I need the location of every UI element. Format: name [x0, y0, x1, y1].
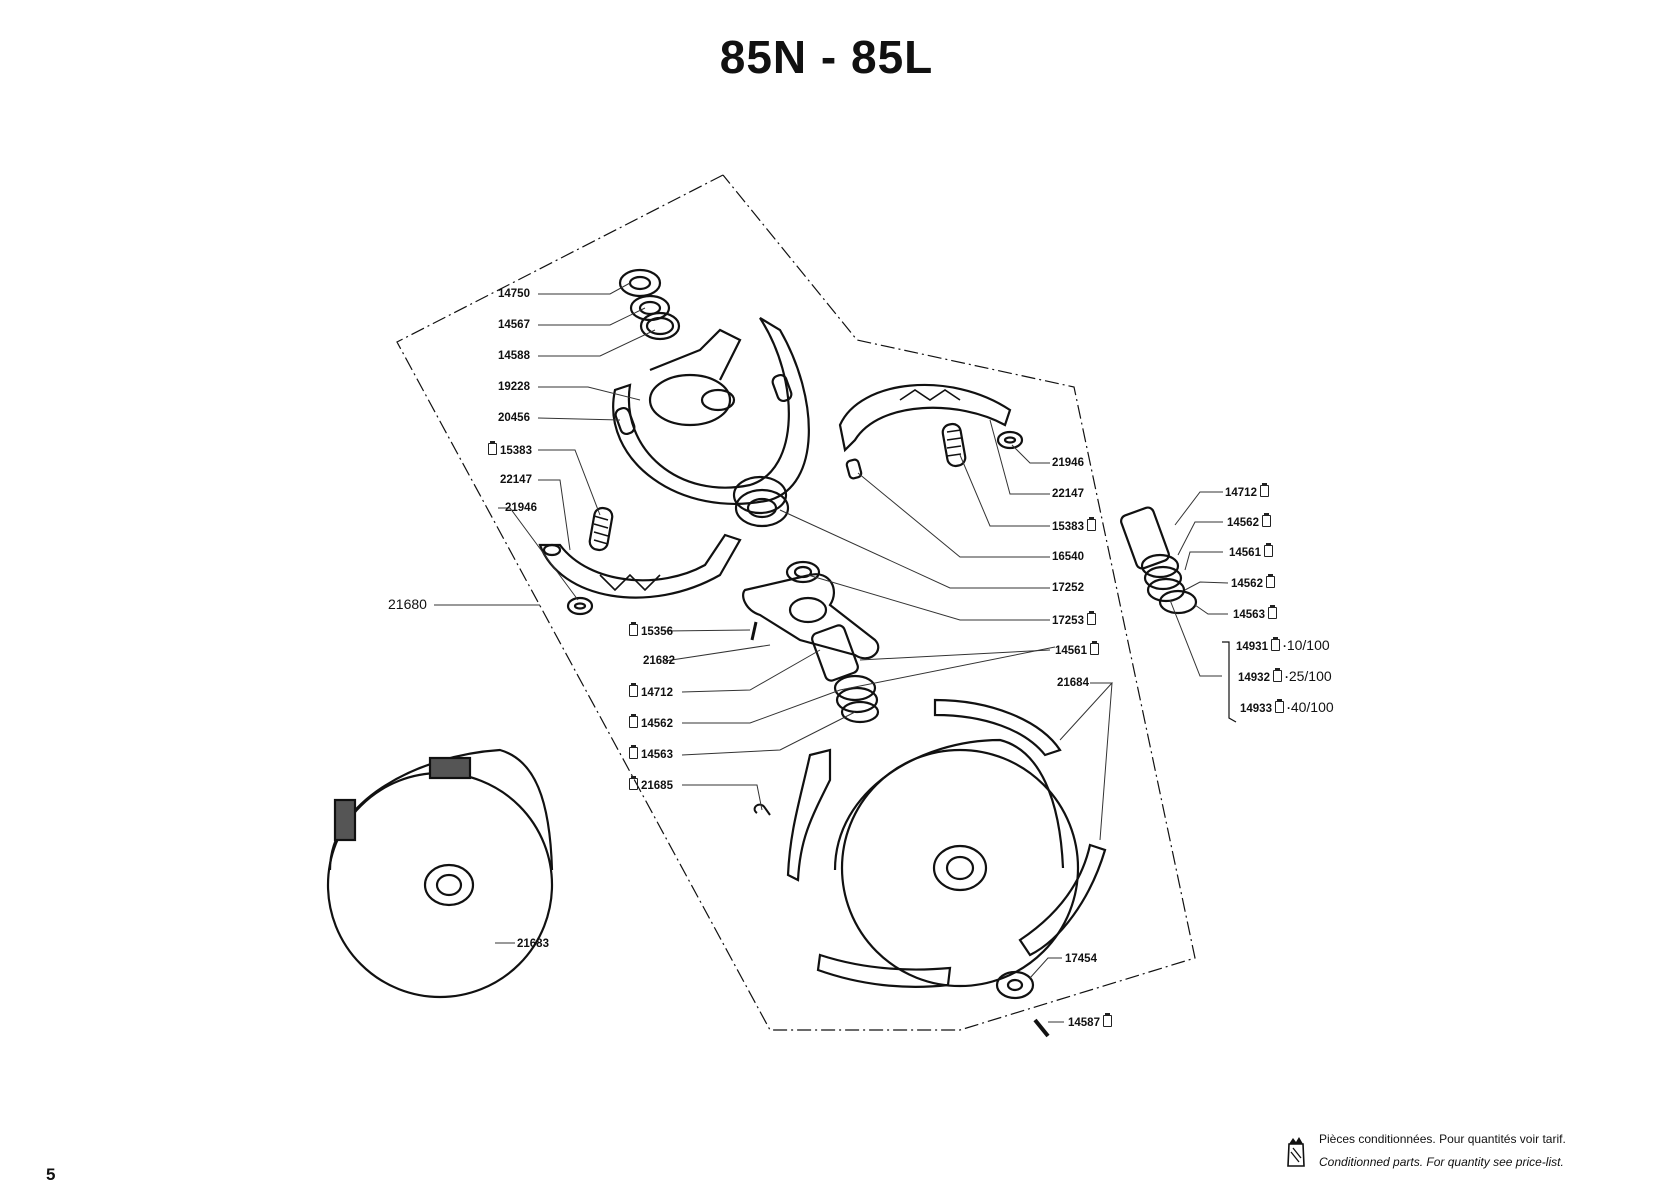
brake-shoe-22147-right [838, 383, 1012, 453]
lining-segment-21684-left [786, 748, 832, 882]
part-label-14931[interactable]: 14931·10/100 [1236, 637, 1330, 653]
conditioned-bag-icon [488, 441, 497, 455]
conditioned-bag-icon [1261, 513, 1271, 527]
part-label-21685[interactable]: 21685 [626, 776, 673, 793]
part-label-21682[interactable]: 21682 [643, 655, 675, 667]
conditioned-bag-icon [1265, 574, 1275, 588]
part-label-21684[interactable]: 21684 [1057, 677, 1089, 689]
part-label-15356[interactable]: 15356 [626, 622, 673, 639]
part-label-14712-right[interactable]: 14712 [1225, 483, 1272, 500]
screw-21685 [753, 803, 771, 816]
part-label-14932[interactable]: 14932·25/100 [1238, 668, 1332, 684]
screw-14587 [1033, 1018, 1050, 1038]
spring-15383-left [588, 506, 614, 552]
lining-segment-21684-bottom [816, 953, 952, 988]
needle-bearing-14712-right [1120, 506, 1170, 570]
conditioned-parts-bag-icon [1287, 1137, 1305, 1167]
conditioned-bag-icon [629, 745, 638, 759]
legend-text-french: Pièces conditionnées. Pour quantités voi… [1319, 1132, 1566, 1146]
nut-17454 [995, 970, 1035, 1000]
part-label-17454[interactable]: 17454 [1065, 953, 1097, 965]
part-label-14567[interactable]: 14567 [498, 319, 530, 331]
pin-16540 [845, 458, 863, 480]
part-label-15383-left[interactable]: 15383 [485, 441, 532, 458]
spring-15383-right [941, 422, 967, 468]
part-label-16540[interactable]: 16540 [1052, 551, 1084, 563]
part-label-14562-right-b[interactable]: 14562 [1231, 574, 1278, 591]
conditioned-bag-icon [1272, 668, 1282, 682]
part-label-14933[interactable]: 14933·40/100 [1240, 699, 1334, 715]
part-label-22147-left[interactable]: 22147 [500, 474, 532, 486]
rings-right [1140, 553, 1198, 615]
part-label-14561-right[interactable]: 14561 [1229, 543, 1276, 560]
cam-plate-21946-right [996, 430, 1024, 450]
part-label-14588[interactable]: 14588 [498, 350, 530, 362]
conditioned-bag-icon [1274, 699, 1284, 713]
part-label-21946-left[interactable]: 21946 [505, 502, 537, 514]
part-label-19228[interactable]: 19228 [498, 381, 530, 393]
part-label-14563-right[interactable]: 14563 [1233, 605, 1280, 622]
conditioned-bag-icon [629, 714, 638, 728]
conditioned-bag-icon [1086, 517, 1096, 531]
part-label-21683[interactable]: 21683 [517, 938, 549, 950]
part-label-22147-right[interactable]: 22147 [1052, 488, 1084, 500]
part-label-14562-center[interactable]: 14562 [626, 714, 673, 731]
part-label-14562-right-a[interactable]: 14562 [1227, 513, 1274, 530]
conditioned-bag-icon [1263, 543, 1273, 557]
page-title: 85N - 85L [719, 31, 934, 83]
part-label-20456[interactable]: 20456 [498, 412, 530, 424]
seal-14750 [618, 268, 662, 298]
part-label-14712-center[interactable]: 14712 [626, 683, 673, 700]
rings-14562-14563 [833, 674, 880, 724]
brake-backplate-19228 [612, 317, 810, 505]
conditioned-bag-icon [1086, 611, 1096, 625]
clutch-drum-right [833, 738, 1080, 988]
cam-plate-21946-left [566, 596, 594, 616]
conditioned-bag-icon [1267, 605, 1277, 619]
brake-shoe-22147-left [538, 533, 742, 599]
assembly-boundary-line [396, 174, 1196, 1031]
part-label-21680[interactable]: 21680 [388, 596, 427, 612]
part-label-15383-right[interactable]: 15383 [1052, 517, 1099, 534]
conditioned-bag-icon [629, 683, 638, 697]
clutch-drum-21683 [326, 748, 554, 999]
needle-bearing-14712 [811, 624, 859, 682]
part-label-14561-center[interactable]: 14561 [1055, 641, 1102, 658]
part-label-21946-right[interactable]: 21946 [1052, 457, 1084, 469]
legend-text-english: Conditionned parts. For quantity see pri… [1319, 1155, 1564, 1169]
bush-17252 [732, 475, 790, 528]
conditioned-bag-icon [1102, 1013, 1112, 1027]
assembly-boundary-line-right [1222, 641, 1237, 723]
lining-segment-21684-top [933, 698, 1062, 757]
part-label-17252[interactable]: 17252 [1052, 582, 1084, 594]
ring-14588 [639, 311, 681, 341]
leader-lines [434, 282, 1229, 1023]
screw-15356 [750, 621, 758, 641]
conditioned-bag-icon [1089, 641, 1099, 655]
seal-14567 [629, 294, 671, 322]
part-label-14587[interactable]: 14587 [1068, 1013, 1115, 1030]
part-label-17253[interactable]: 17253 [1052, 611, 1099, 628]
pin-20456 [614, 406, 636, 436]
part-label-14563-center[interactable]: 14563 [626, 745, 673, 762]
conditioned-bag-icon [1270, 637, 1280, 651]
part-label-14750[interactable]: 14750 [498, 288, 530, 300]
page-number: 5 [46, 1165, 56, 1184]
conditioned-bag-icon [629, 622, 638, 636]
conditioned-bag-icon [1259, 483, 1269, 497]
conditioned-bag-icon [629, 776, 638, 790]
lining-segment-21684-right [1018, 843, 1107, 957]
